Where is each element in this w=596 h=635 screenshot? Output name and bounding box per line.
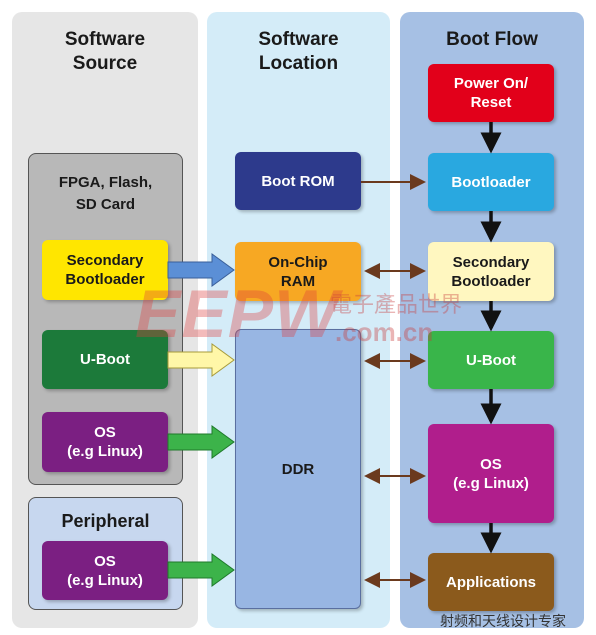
flow-applications: Applications [428,553,554,611]
flow-secondary-bootloader: Secondary Bootloader [428,242,554,301]
flow-uboot: U-Boot [428,331,554,389]
ddr: DDR [235,329,361,609]
source-secondary-bootloader: Secondary Bootloader [42,240,168,300]
peripheral-os: OS (e.g Linux) [42,541,168,600]
boot-flow-title: Boot Flow [446,29,538,50]
rf-logo-watermark: 射频和天线设计专家 [440,613,566,629]
eepw-url-watermark: .com.cn [335,317,434,347]
source-os: OS (e.g Linux) [42,412,168,472]
os-block-arrow [167,425,235,459]
onchip-ram: On-Chip RAM [235,242,361,301]
source-uboot: U-Boot [42,330,168,389]
peripheral-title: Peripheral [61,511,150,531]
boot-rom: Boot ROM [235,152,361,210]
flow-os: OS (e.g Linux) [428,424,554,523]
storage-group-title: FPGA, Flash, SD Card [58,174,153,213]
eepw-chinese-watermark: 電子產品世界 [330,292,463,317]
eepw-watermark: EEPW [135,276,340,352]
secondary-bootloader-block-arrow [167,253,235,287]
software-source-title: Software Source [64,29,146,74]
flow-bootloader: Bootloader [428,153,554,211]
software-location-title: Software Location [258,29,339,74]
peripheral-os-block-arrow [167,553,235,587]
power-on-reset: Power On/ Reset [428,64,554,122]
uboot-block-arrow [167,343,235,377]
